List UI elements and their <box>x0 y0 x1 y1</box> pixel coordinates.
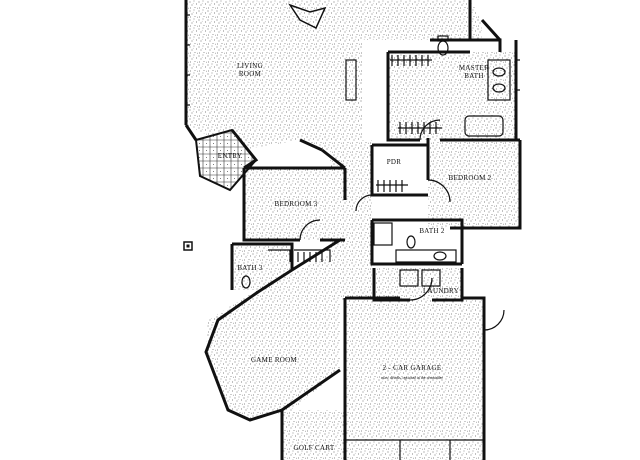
game-room-label: GAME ROOM <box>250 356 298 364</box>
walls <box>184 0 522 460</box>
golf-cart-label: GOLF CART <box>293 444 335 452</box>
bedroom-3-label: BEDROOM 3 <box>274 200 318 208</box>
garage-label: 2 - CAR GARAGE <box>382 364 442 372</box>
floor-areas <box>186 0 520 460</box>
column-marker-inner <box>186 244 190 248</box>
laundry-label: LAUNDRY <box>423 287 459 295</box>
bath-3-label: BATH 3 <box>237 264 263 272</box>
master-bath-label: MASTER BATH <box>458 64 490 80</box>
fixtures <box>186 14 520 460</box>
living-room-label: LIVING ROOM <box>237 62 263 78</box>
entry-label: ENTRY <box>217 152 243 160</box>
top-fixture <box>288 3 327 30</box>
bedroom-2-label: BEDROOM 2 <box>448 174 492 182</box>
garage-note-label: max. details, optional in the remainder <box>381 375 443 380</box>
pdr-label: PDR <box>386 158 402 166</box>
bath-2-label: BATH 2 <box>419 227 445 235</box>
